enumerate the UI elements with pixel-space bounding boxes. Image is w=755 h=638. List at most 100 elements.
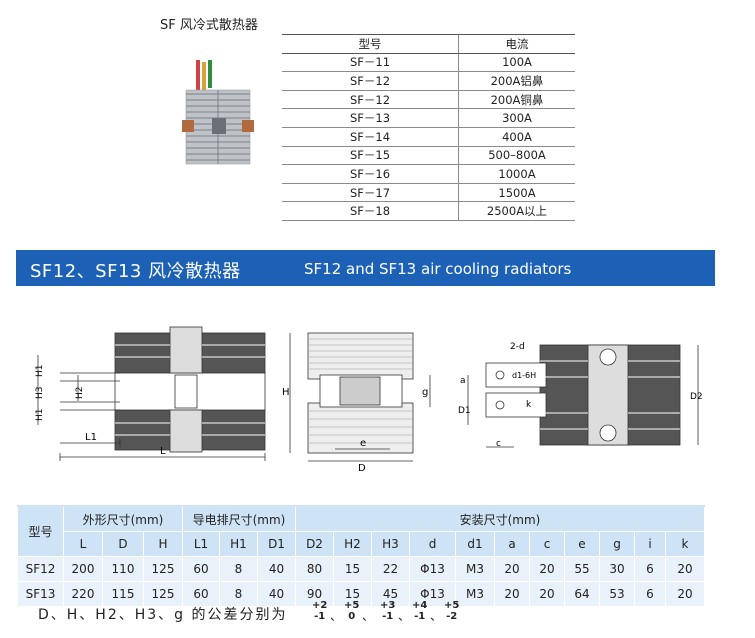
spec-cell: 40 [257,556,296,582]
spec-model-header: 型号 [17,505,64,557]
tolerance-lower: -1 [314,611,326,622]
col-header: g [599,531,635,557]
dim-H1-top: H1 [35,365,45,378]
col-header: e [564,531,600,557]
spec-cell: 6 [634,581,666,607]
col-header: L [63,531,103,557]
spec-cell: 53 [599,581,635,607]
dim-H3: H3 [35,387,45,400]
col-header: k [665,531,705,557]
tolerance-lower: 0 [348,611,356,622]
current-cell: 2500A以上 [458,201,575,221]
model-cell: SF－14 [282,127,459,147]
dim-2-d: 2-d [510,342,525,352]
header-current: 电流 [458,34,575,54]
tolerance-separator: 、 [362,609,375,623]
spec-cell: 30 [599,556,635,582]
spec-cell: 20 [494,556,530,582]
current-cell: 1500A [458,183,575,203]
header-model: 型号 [282,34,459,54]
group-install-dimensions: 安装尺寸(mm) [295,505,705,532]
tolerance-lower: -1 [414,611,426,622]
current-cell: 400A [458,127,575,147]
spec-group-header-row: 型号 外形尺寸(mm) 导电排尺寸(mm) 安装尺寸(mm) [17,505,705,557]
spec-cell: 8 [219,581,258,607]
spec-cell: 125 [143,556,183,582]
model-cell: SF－12 [282,71,459,91]
tolerance-fraction: +3-1 [380,600,395,622]
tolerance-upper: +5 [344,600,360,611]
dim-H2: H2 [75,387,85,400]
tolerance-separator: 、 [398,609,411,623]
product-series-title: SF 风冷式散热器 [160,18,258,33]
tolerance-upper: +3 [380,600,396,611]
col-header: d [409,531,456,557]
side-view-drawing: L L1 H1 H3 H2 H1 [35,326,266,461]
col-header: H3 [371,531,410,557]
spec-cell: 64 [564,581,600,607]
col-header: H [143,531,183,557]
spec-cell: 220 [63,581,103,607]
dim-H1-bottom: H1 [35,409,45,422]
current-cell: 300A [458,108,575,128]
dim-c: c [496,439,501,449]
table-header-row: 型号 电流 [282,34,575,54]
spec-cell: Φ13 [409,581,456,607]
spec-cell: Φ13 [409,556,456,582]
spec-cell: 15 [333,581,372,607]
tolerance-lower: -1 [382,611,394,622]
dim-g: g [422,387,428,398]
table-row: SF13 220 115 125 60 8 40 90 15 45 Φ13 M3… [17,581,705,607]
dim-D2: D2 [690,392,703,402]
dim-D1: D1 [458,406,471,416]
col-header: c [529,531,565,557]
model-cell: SF－15 [282,146,459,166]
spec-cell: 22 [371,556,410,582]
spec-cell: 6 [634,556,666,582]
front-view-drawing: H g e D [282,332,431,473]
spec-column-header-row: L D H L1 H1 D1 D2 H2 H3 d d1 a c e g i k [18,531,705,557]
group-busbar-dimensions: 导电排尺寸(mm) [182,505,296,532]
spec-cell: M3 [455,556,495,582]
dim-D: D [358,463,366,473]
spec-cell: 20 [529,556,565,582]
tolerance-fraction: +2-1 [312,600,327,622]
model-cell: SF－13 [282,108,459,128]
col-header: H1 [219,531,258,557]
dim-d1-6H: d1-6H [512,371,536,380]
current-cell: 1000A [458,164,575,184]
spec-cell: M3 [455,581,495,607]
tolerance-fraction: +5-2 [444,600,459,622]
tolerance-upper: +2 [312,600,328,611]
spec-cell: 8 [219,556,258,582]
row-model: SF12 [17,556,64,582]
tolerance-separator: 、 [330,609,343,623]
spec-cell: 115 [102,581,144,607]
tolerance-fraction: +4-1 [412,600,427,622]
row-model: SF13 [17,581,64,607]
dim-e: e [360,438,366,449]
col-header: i [634,531,666,557]
dim-H: H [282,387,290,398]
model-cell: SF－16 [282,164,459,184]
model-cell: SF－12 [282,90,459,110]
spec-cell: 20 [665,556,705,582]
current-cell: 100A [458,53,575,73]
spec-table: 型号 外形尺寸(mm) 导电排尺寸(mm) 安装尺寸(mm) L D H L1 … [17,505,705,607]
spec-cell: 110 [102,556,144,582]
tolerance-lower: -2 [446,611,458,622]
spec-cell: 55 [564,556,600,582]
dim-a: a [460,376,466,386]
col-header: D2 [295,531,334,557]
dim-L: L [160,446,166,457]
banner-title-cn: SF12、SF13 风冷散热器 [30,261,241,282]
